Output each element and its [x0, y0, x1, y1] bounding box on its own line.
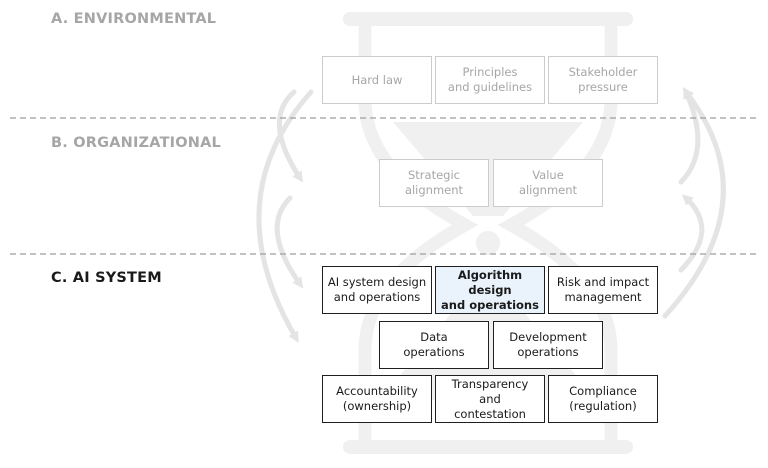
hourglass-bottom-cap — [343, 440, 633, 454]
hourglass-sand-drop — [476, 231, 500, 255]
layer-title-environmental: A. ENVIRONMENTAL — [51, 11, 217, 27]
arrow-env-to-org — [276, 89, 304, 183]
box-principles-guidelines: Principles and guidelines — [435, 56, 545, 104]
arrow-org-to-system — [274, 195, 304, 289]
box-compliance: Compliance (regulation) — [548, 375, 658, 423]
box-data-operations: Data operations — [379, 321, 489, 369]
layer-dividers — [10, 117, 758, 255]
arrow-env-to-system — [256, 89, 314, 343]
box-strategic-alignment: Strategic alignment — [379, 159, 489, 207]
box-stakeholder-pressure: Stakeholder pressure — [548, 56, 658, 104]
box-development-operations: Development operations — [493, 321, 603, 369]
feedback-arrows — [256, 86, 726, 343]
box-hard-law: Hard law — [322, 56, 432, 104]
box-risk-impact-management: Risk and impact management — [548, 266, 658, 314]
layer-title-ai-system: C. AI SYSTEM — [51, 270, 162, 286]
box-algorithm-design: Algorithm design and operations — [435, 266, 545, 314]
layer-title-organizational: B. ORGANIZATIONAL — [51, 135, 221, 151]
box-value-alignment: Value alignment — [493, 159, 603, 207]
box-ai-system-design: AI system design and operations — [322, 266, 432, 314]
arrow-system-to-env — [662, 87, 726, 319]
hourglass-frame-right — [497, 19, 618, 447]
arrow-org-to-env — [678, 86, 701, 185]
box-transparency-contestation: Transparency and contestation — [435, 375, 545, 423]
box-accountability: Accountability (ownership) — [322, 375, 432, 423]
hourglass-frame-left — [358, 19, 479, 447]
arrow-system-to-org — [678, 194, 705, 273]
hourglass-top-cap — [343, 12, 633, 26]
